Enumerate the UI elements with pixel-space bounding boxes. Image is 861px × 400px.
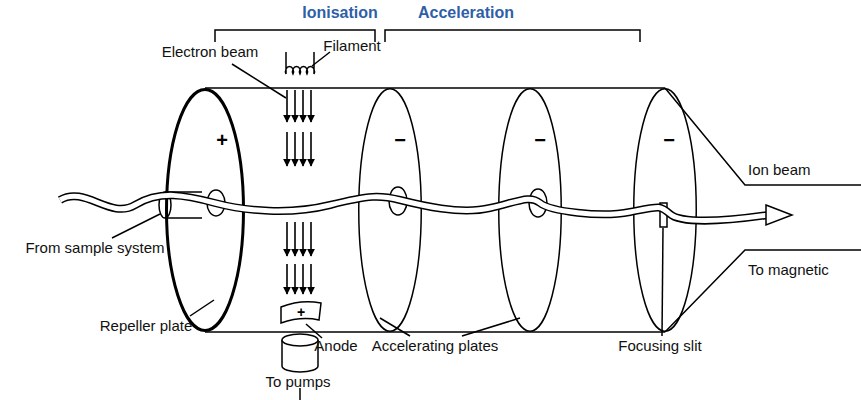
plate-ellipse (359, 89, 422, 332)
part-label: Accelerating plates (372, 338, 499, 355)
cone-bottom (665, 250, 861, 332)
leader-line (380, 318, 410, 336)
leader-line (462, 318, 520, 336)
polarity-sign: + (216, 130, 228, 150)
part-label: From sample system (25, 240, 164, 257)
part-label: Filament (323, 38, 381, 55)
leader-line (662, 228, 663, 336)
polarity-sign: − (394, 130, 406, 150)
section-heading: Ionisation (302, 4, 378, 22)
leader-line (306, 324, 322, 338)
electron-beam-arrows (287, 90, 311, 294)
beam-outline (60, 195, 768, 220)
polarity-sign: + (297, 305, 305, 319)
part-label: To pumps (265, 374, 330, 391)
polarity-sign: − (663, 130, 675, 150)
anode-shape (281, 302, 321, 323)
section-heading: Acceleration (418, 4, 514, 22)
leader-line (232, 64, 286, 98)
filament-coil (286, 52, 315, 74)
leader-line (190, 300, 214, 316)
beam-arrowhead (766, 205, 792, 225)
polarity-sign: − (534, 130, 546, 150)
leader-line (312, 52, 330, 66)
part-label: Focusing slit (618, 338, 701, 355)
part-label: To magnetic (748, 262, 829, 279)
part-label: Ion beam (748, 162, 811, 179)
cylinder-top (205, 87, 665, 89)
part-label: Anode (314, 338, 357, 355)
node-outline (358, 88, 422, 332)
part-label: Repeller plate (100, 318, 193, 335)
pump-pipe-top (282, 334, 318, 346)
cylinder-bottom (205, 331, 665, 333)
anode-plate: + (280, 300, 322, 324)
part-label: Electron beam (162, 44, 259, 61)
accelerating-plate: − (358, 88, 422, 332)
beam-fill (60, 195, 768, 220)
leader-line (112, 214, 160, 238)
acceleration-bracket (385, 30, 640, 42)
